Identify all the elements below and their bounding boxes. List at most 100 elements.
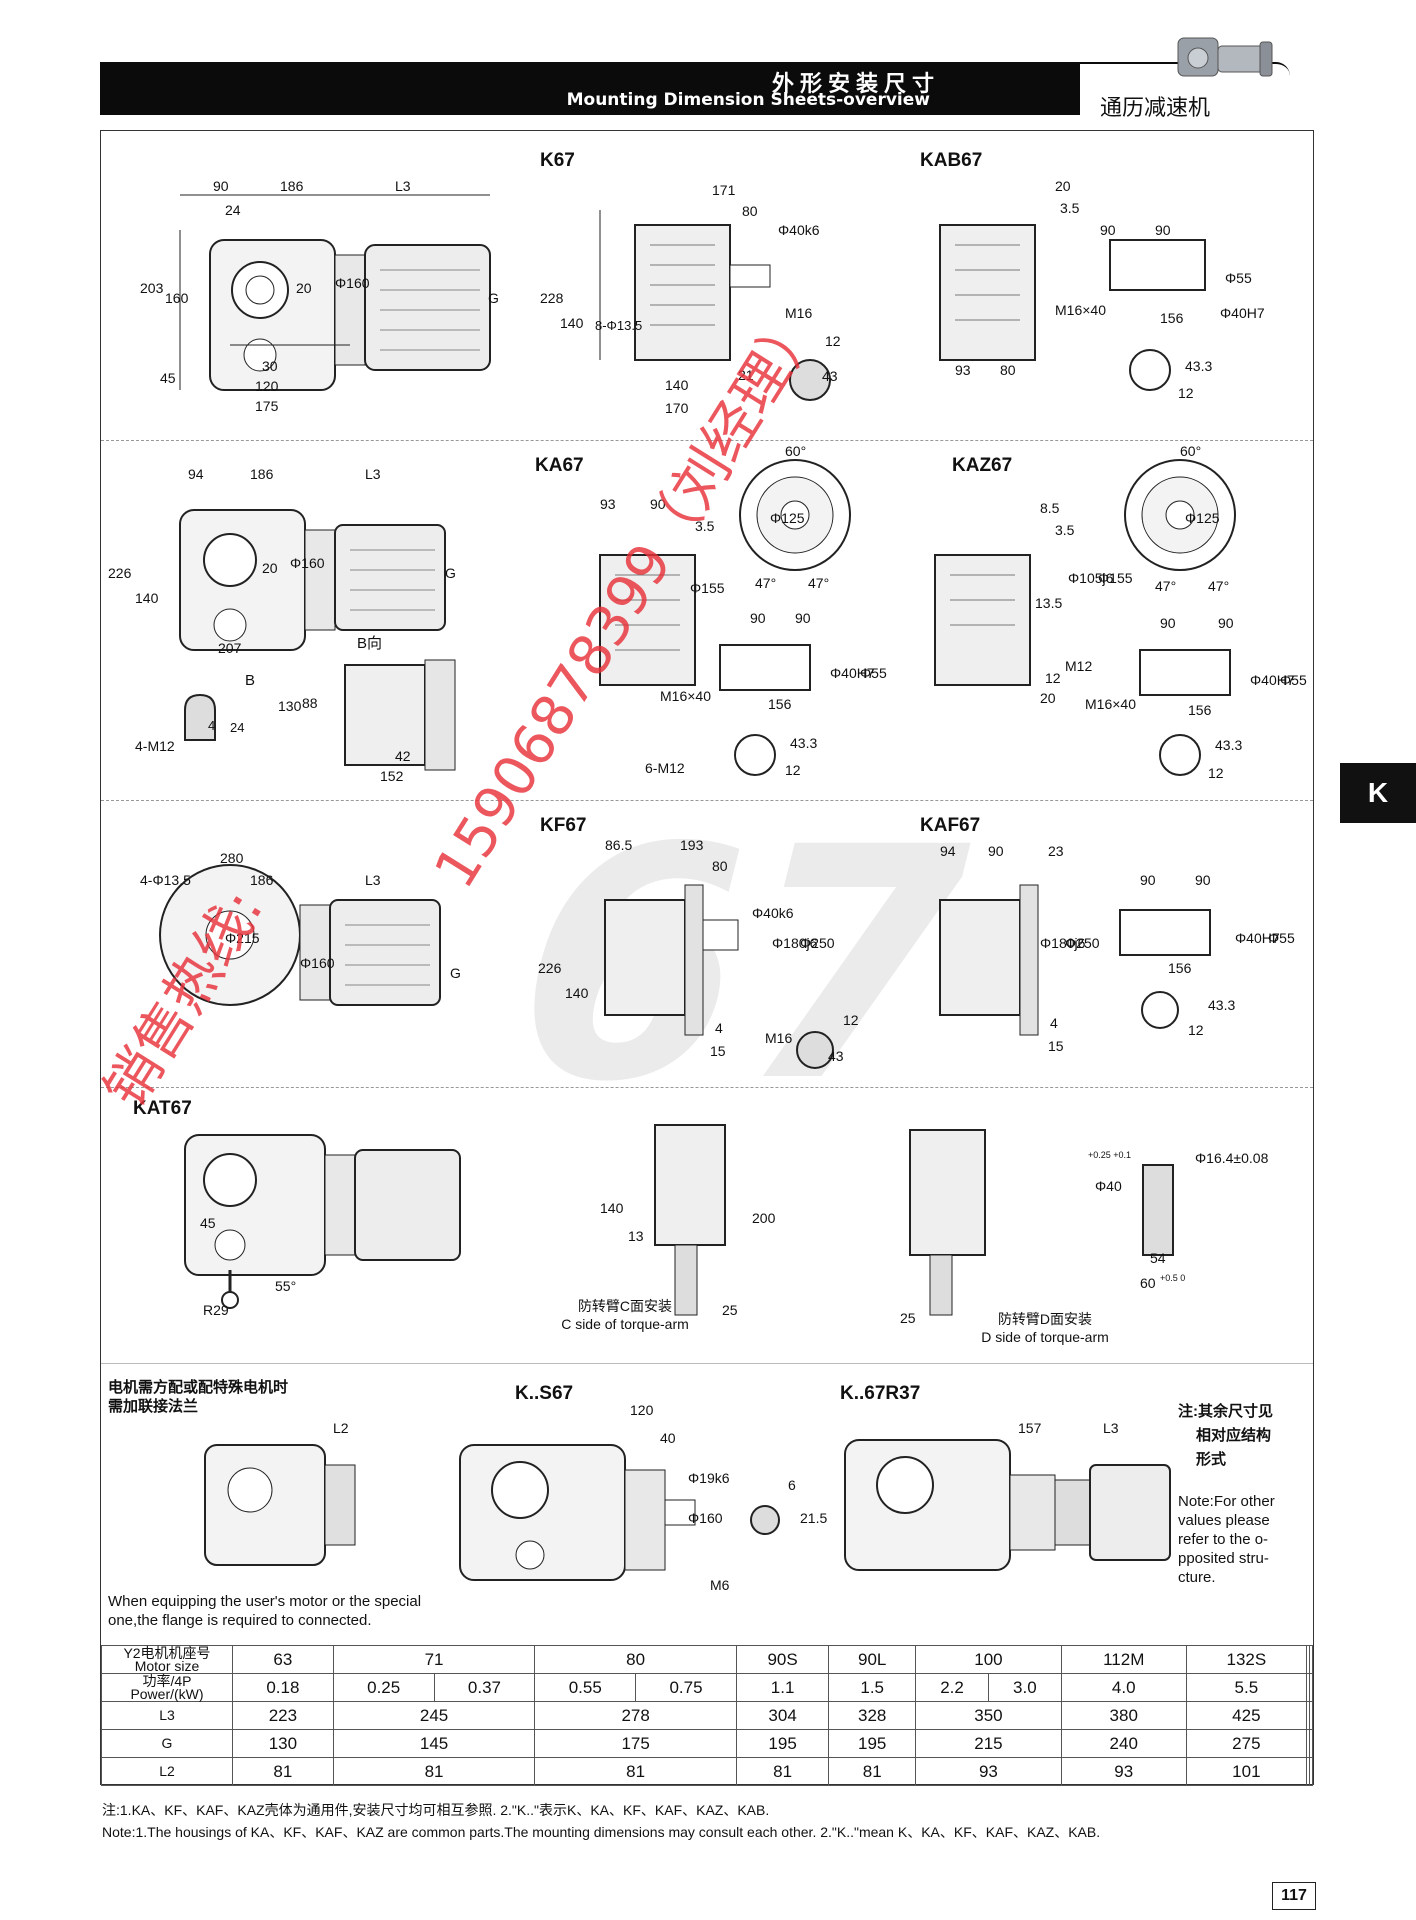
dim-label: 23 — [1048, 843, 1064, 859]
dim-label: Φ40H7 — [1220, 305, 1265, 321]
title-kat67: KAT67 — [133, 1098, 192, 1119]
dim-label: 6-M12 — [645, 760, 685, 776]
dim-label: Φ16.4±0.08 — [1195, 1150, 1269, 1166]
dim-label: M16×40 — [660, 688, 711, 704]
dim-label: 47° — [755, 575, 777, 591]
dim-label: Φ155 — [690, 580, 725, 596]
dim-label: Φ40k6 — [752, 905, 794, 921]
table-cell: 195 — [828, 1729, 917, 1758]
flange-note-cn-line2: 需加联接法兰 — [108, 1398, 199, 1415]
table-cell: 0.25 — [332, 1673, 435, 1702]
dim-label: 12 — [1188, 1022, 1204, 1038]
table-row: L2 81 81 81 81 81 93 93 101 — [101, 1757, 1314, 1786]
dim-label: 45 — [200, 1215, 216, 1231]
dim-label: M6 — [710, 1577, 730, 1593]
dim-label: 13 — [628, 1228, 644, 1244]
dim-label: 157 — [1018, 1420, 1042, 1436]
dim-label: 120 — [255, 378, 279, 394]
b-view-caption: B向 — [357, 635, 383, 652]
other-values-note-cn-line2: 相对应结构 — [1196, 1427, 1272, 1444]
dim-label: Φ105j6 — [1068, 570, 1114, 586]
table-cell: 93 — [1060, 1757, 1187, 1786]
dim-label: 4-Φ13.5 — [140, 872, 191, 888]
dim-label: 130 — [278, 698, 302, 714]
dim-label: Φ40k6 — [778, 222, 820, 238]
dim-label: 90 — [988, 843, 1004, 859]
dim-label: Φ125 — [1185, 510, 1220, 526]
dim-label: Φ160 — [300, 955, 335, 971]
dim-label: 90 — [1218, 615, 1234, 631]
dim-label: 12 — [843, 1012, 859, 1028]
dim-label: 24 — [225, 202, 241, 218]
dim-label: Φ155 — [1098, 570, 1133, 586]
dim-label: 170 — [665, 400, 689, 416]
dim-label: 43.3 — [1215, 737, 1243, 753]
table-cell: 350 — [915, 1701, 1062, 1730]
table-cell: 80 — [534, 1645, 737, 1674]
dim-label: Φ160 — [290, 555, 325, 571]
dim-label: M12 — [1065, 658, 1093, 674]
table-cell: 245 — [332, 1701, 536, 1730]
dim-label: 6 — [788, 1477, 796, 1493]
table-cell: 81 — [332, 1757, 536, 1786]
dim-label: 88 — [302, 695, 318, 711]
dim-label: 226 — [108, 565, 132, 581]
dim-label: Φ250 — [800, 935, 835, 951]
ks67-drawing — [459, 1444, 780, 1581]
dim-label: 43.3 — [1208, 997, 1236, 1013]
dim-label: 42 — [395, 748, 411, 764]
dim-label: Φ40 — [1095, 1178, 1122, 1194]
dim-label: 140 — [560, 315, 584, 331]
dim-label: 207 — [218, 640, 242, 656]
dim-label: Φ19k6 — [688, 1470, 730, 1486]
dim-label: L3 — [1103, 1420, 1119, 1436]
ka67-b-view-drawing — [344, 659, 456, 771]
torque-arm-c-drawing — [654, 1124, 726, 1316]
dim-label: 90 — [1100, 222, 1116, 238]
table-cell: 195 — [735, 1729, 830, 1758]
dim-label: 43.3 — [1185, 358, 1213, 374]
dim-label: 186 — [250, 872, 274, 888]
dim-label: 152 — [380, 768, 404, 784]
dim-label: Φ180j6 — [1040, 935, 1086, 951]
dim-label: Φ55 — [1268, 930, 1295, 946]
table-cell: 132S — [1185, 1645, 1308, 1674]
table-cell: 4.0 — [1060, 1673, 1187, 1702]
dim-label: Φ55 — [860, 665, 887, 681]
other-values-note-cn-line3: 形式 — [1196, 1451, 1227, 1468]
table-cell: 90S — [735, 1645, 830, 1674]
dim-label: Φ160 — [335, 275, 370, 291]
table-cell: 81 — [232, 1757, 334, 1786]
table-cell: 278 — [534, 1701, 737, 1730]
title-kf67: KF67 — [540, 815, 587, 836]
dim-label: 3.5 — [695, 518, 715, 534]
title-kab67: KAB67 — [920, 150, 983, 171]
dim-label: 90 — [213, 178, 229, 194]
table-cell-empty — [1308, 1673, 1314, 1702]
dim-label: 45 — [160, 370, 176, 386]
table-row: G 130 145 175 195 195 215 240 275 — [101, 1729, 1314, 1758]
dim-label: 54 — [1150, 1250, 1166, 1266]
dim-label: 40 — [660, 1430, 676, 1446]
dim-label: Φ40H7 — [830, 665, 875, 681]
table-cell-empty — [1308, 1729, 1314, 1758]
dim-label: 47° — [1155, 578, 1177, 594]
table-cell: 2.2 — [915, 1673, 989, 1702]
kaf67-drawing — [939, 884, 1211, 1036]
dim-label: Φ55 — [1225, 270, 1252, 286]
title-kaf67: KAF67 — [920, 815, 981, 836]
dim-label: 80 — [712, 858, 728, 874]
dim-label: 90 — [750, 610, 766, 626]
dim-label: G — [450, 965, 461, 981]
table-row: L3 223 245 278 304 328 350 380 425 — [101, 1701, 1314, 1730]
dim-label: 12 — [825, 333, 841, 349]
k67-shaft-section-drawing — [789, 359, 831, 401]
dim-label: 20 — [296, 280, 312, 296]
dim-label: +0.5 0 — [1160, 1273, 1186, 1283]
dim-label: 12 — [1045, 670, 1061, 686]
title-ks67: K..S67 — [515, 1383, 574, 1404]
dim-label: L3 — [365, 466, 381, 482]
dim-label: 4-M12 — [135, 738, 175, 754]
torque-arm-d-caption-cn: 防转臂D面安装 — [997, 1311, 1093, 1327]
